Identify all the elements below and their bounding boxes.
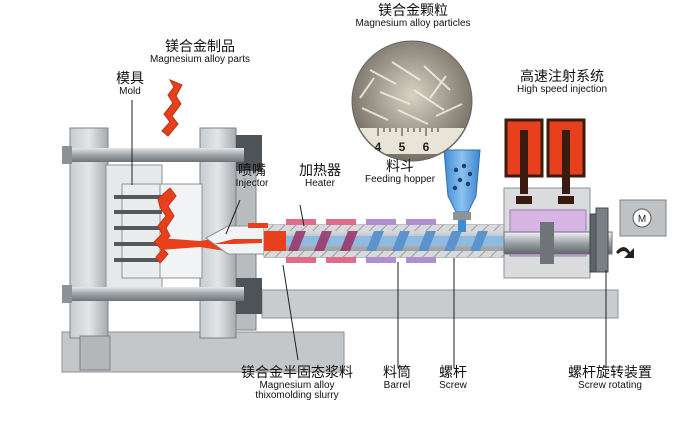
label-injection-zh: 高速注射系统 xyxy=(520,69,604,85)
label-slurry-en1: Magnesium alloy xyxy=(259,379,335,391)
barrel-hatch-top xyxy=(264,225,504,231)
label-rotating: 螺杆旋转装置 Screw rotating xyxy=(555,366,665,391)
label-injector: 喷嘴 Injector xyxy=(222,164,282,189)
rotation-gear xyxy=(595,207,609,273)
screw-flights-blue xyxy=(366,231,488,251)
screw-flights xyxy=(288,231,358,251)
label-screw: 螺杆 Screw xyxy=(428,366,478,391)
label-mold: 模具 Mold xyxy=(100,72,160,97)
label-mold-zh: 模具 xyxy=(116,71,144,87)
label-hopper: 料斗 Feeding hopper xyxy=(360,160,440,185)
label-parts-en: Magnesium alloy parts xyxy=(149,53,251,65)
heaters-top xyxy=(286,219,436,225)
motor-letter: M xyxy=(638,214,646,225)
leader-lines xyxy=(131,100,607,368)
shaft-collar xyxy=(540,222,554,264)
injection-base xyxy=(261,289,619,319)
label-slurry: 镁合金半固态浆料 Magnesium alloy thixomolding sl… xyxy=(232,366,362,402)
motor-box xyxy=(619,199,667,237)
feeding-hopper xyxy=(443,149,481,213)
rotation-arrow-icon xyxy=(616,247,634,258)
hopper-feed xyxy=(458,220,466,232)
label-barrel-zh: 料筒 xyxy=(383,365,411,381)
label-slurry-en2: thixomolding slurry xyxy=(255,390,339,402)
label-injector-en: Injector xyxy=(235,177,269,189)
label-barrel-en: Barrel xyxy=(383,379,411,391)
label-hopper-zh: 料斗 xyxy=(386,159,414,175)
label-particles-zh: 镁合金颗粒 xyxy=(378,3,448,19)
screw-shaft xyxy=(286,236,504,246)
label-particles-en: Magnesium alloy particles xyxy=(355,17,471,29)
label-parts: 镁合金制品 Magnesium alloy parts xyxy=(140,40,260,65)
injection-cylinder-left xyxy=(504,118,544,204)
particles-photo xyxy=(359,61,463,125)
injection-cylinder-right xyxy=(546,118,586,204)
label-rotating-en: Screw rotating xyxy=(578,379,642,391)
tie-rod-end-bottom xyxy=(62,285,72,303)
ruler-label-5: 5 xyxy=(399,140,406,154)
barrel-hatch-bottom xyxy=(264,251,504,257)
heaters-bottom xyxy=(286,257,436,263)
hopper-throat xyxy=(453,212,471,220)
magnesium-part xyxy=(161,78,183,137)
label-injection-en: High speed injection xyxy=(516,83,608,95)
hopper-particles xyxy=(452,163,473,191)
molten-part-in-mold xyxy=(153,187,177,264)
label-heater-zh: 加热器 xyxy=(299,163,341,179)
tie-rod-bottom xyxy=(66,287,244,301)
nozzle-heater xyxy=(248,223,268,228)
injection-shaft xyxy=(503,231,613,255)
rear-platen xyxy=(69,127,109,339)
label-particles: 镁合金颗粒 Magnesium alloy particles xyxy=(338,4,488,29)
label-screw-zh: 螺杆 xyxy=(439,365,467,381)
ruler-label-6: 6 xyxy=(423,140,430,154)
ejector-pins xyxy=(114,195,162,262)
label-slurry-zh: 镁合金半固态浆料 xyxy=(241,365,353,381)
ruler-ticks xyxy=(377,128,439,136)
label-injector-zh: 喷嘴 xyxy=(238,163,266,179)
ruler-label-4: 4 xyxy=(375,140,382,154)
label-injection: 高速注射系统 High speed injection xyxy=(492,70,632,95)
label-heater: 加热器 Heater xyxy=(290,164,350,189)
tie-rod-end-top xyxy=(62,146,72,164)
label-parts-zh: 镁合金制品 xyxy=(165,39,235,55)
label-rotating-zh: 螺杆旋转装置 xyxy=(568,365,652,381)
motor-icon xyxy=(632,208,652,228)
base-post xyxy=(79,335,111,371)
nozzle-flow xyxy=(214,239,262,244)
label-barrel: 料筒 Barrel xyxy=(372,366,422,391)
slurry-zone xyxy=(264,231,286,251)
tie-rod-top xyxy=(66,148,244,162)
label-heater-en: Heater xyxy=(304,177,335,189)
label-screw-en: Screw xyxy=(439,379,467,391)
label-hopper-en: Feeding hopper xyxy=(364,173,436,185)
label-mold-en: Mold xyxy=(119,85,141,97)
